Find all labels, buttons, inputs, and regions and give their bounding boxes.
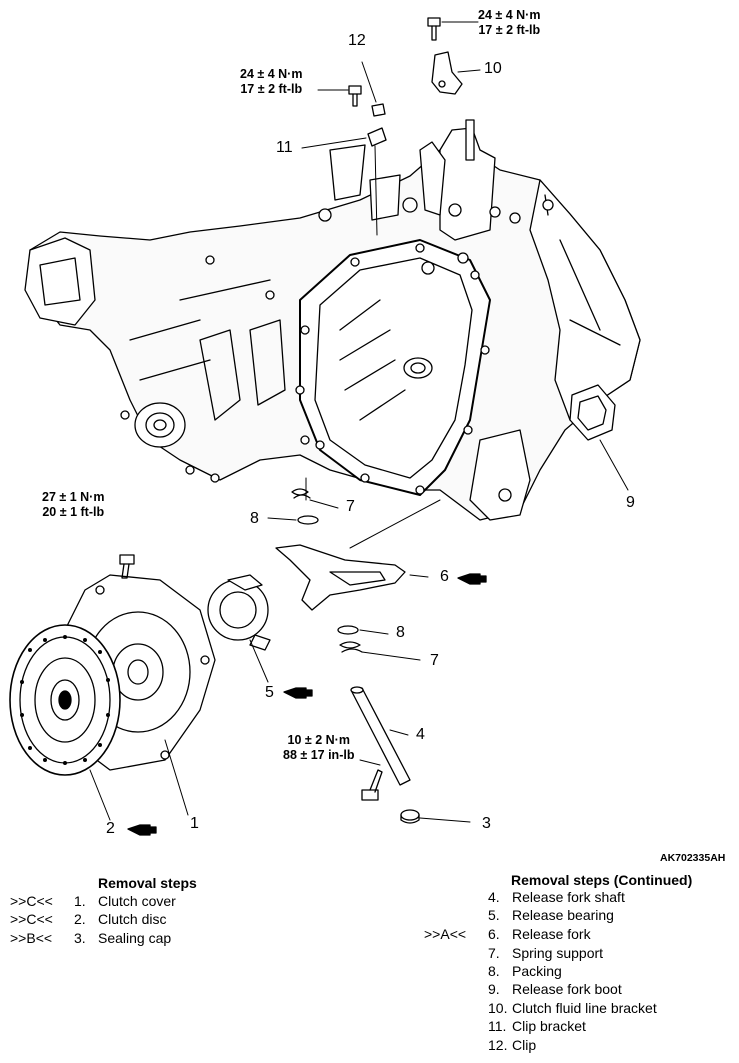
removal-step-9: 9.Release fork boot (488, 981, 622, 997)
removal-step-5: 5.Release bearing (488, 907, 614, 923)
release-fork (275, 499, 441, 611)
figure-id: AK702335AH (660, 852, 726, 864)
torque-spec-clip-bracket: 24 ± 4 N·m 17 ± 2 ft-lb (240, 67, 303, 96)
spring-support-lower (339, 641, 421, 661)
torque-spec-clutch-cover: 27 ± 1 N·m 20 ± 1 ft-lb (42, 490, 105, 519)
spring-support-upper (291, 477, 339, 509)
callout-3: 3 (482, 815, 491, 832)
removal-step-7: 7.Spring support (488, 945, 604, 961)
clutch-fluid-line-bracket (427, 17, 481, 95)
callout-7-upper: 7 (346, 498, 355, 515)
clip-bracket-bolt (317, 85, 362, 107)
clip-bracket (301, 127, 387, 236)
callout-4: 4 (416, 726, 425, 743)
transaxle-clutch-exploded-view (9, 17, 641, 836)
packing-lower (337, 625, 389, 635)
callout-1: 1 (190, 815, 199, 832)
removal-steps-title: Removal steps (98, 875, 197, 891)
removal-step-4: 4.Release fork shaft (488, 889, 625, 905)
callout-8-upper: 8 (250, 510, 259, 527)
callout-10: 10 (484, 60, 502, 77)
removal-steps-continued-title: Removal steps (Continued) (511, 872, 693, 888)
grease-icon-6 (457, 573, 487, 585)
torque-spec-bracket: 24 ± 4 N·m 17 ± 2 ft-lb (478, 8, 541, 37)
removal-step-12: 12.Clip (488, 1037, 537, 1053)
grease-icon-5 (283, 687, 313, 699)
torque-spec-fork-shaft: 10 ± 2 N·m 88 ± 17 in-lb (283, 733, 355, 762)
release-fork-boot (569, 384, 629, 491)
callout-11: 11 (276, 139, 293, 156)
callout-6: 6 (440, 568, 449, 585)
callout-9: 9 (626, 494, 635, 511)
removal-step-11: 11.Clip bracket (488, 1018, 586, 1034)
sealing-cap (400, 809, 471, 824)
release-fork-shaft (350, 686, 411, 801)
callout-12: 12 (348, 32, 366, 49)
callout-8-lower: 8 (396, 624, 405, 641)
removal-step-2: >>C<<2.Clutch disc (10, 911, 167, 927)
packing-upper (267, 515, 319, 525)
removal-step-1: >>C<<1.Clutch cover (10, 893, 176, 909)
removal-step-3: >>B<<3.Sealing cap (10, 930, 172, 946)
callout-5: 5 (265, 684, 274, 701)
clip (361, 61, 386, 117)
clutch-disc (9, 624, 121, 821)
removal-step-10: 10.Clutch fluid line bracket (488, 1000, 657, 1016)
release-bearing (207, 574, 271, 683)
callout-7-lower: 7 (430, 652, 439, 669)
removal-step-6: >>A<<6.Release fork (424, 926, 591, 942)
grease-icon-2 (127, 824, 157, 836)
removal-step-8: 8.Packing (488, 963, 562, 979)
callout-2: 2 (106, 820, 115, 837)
transaxle-housing (24, 119, 641, 521)
